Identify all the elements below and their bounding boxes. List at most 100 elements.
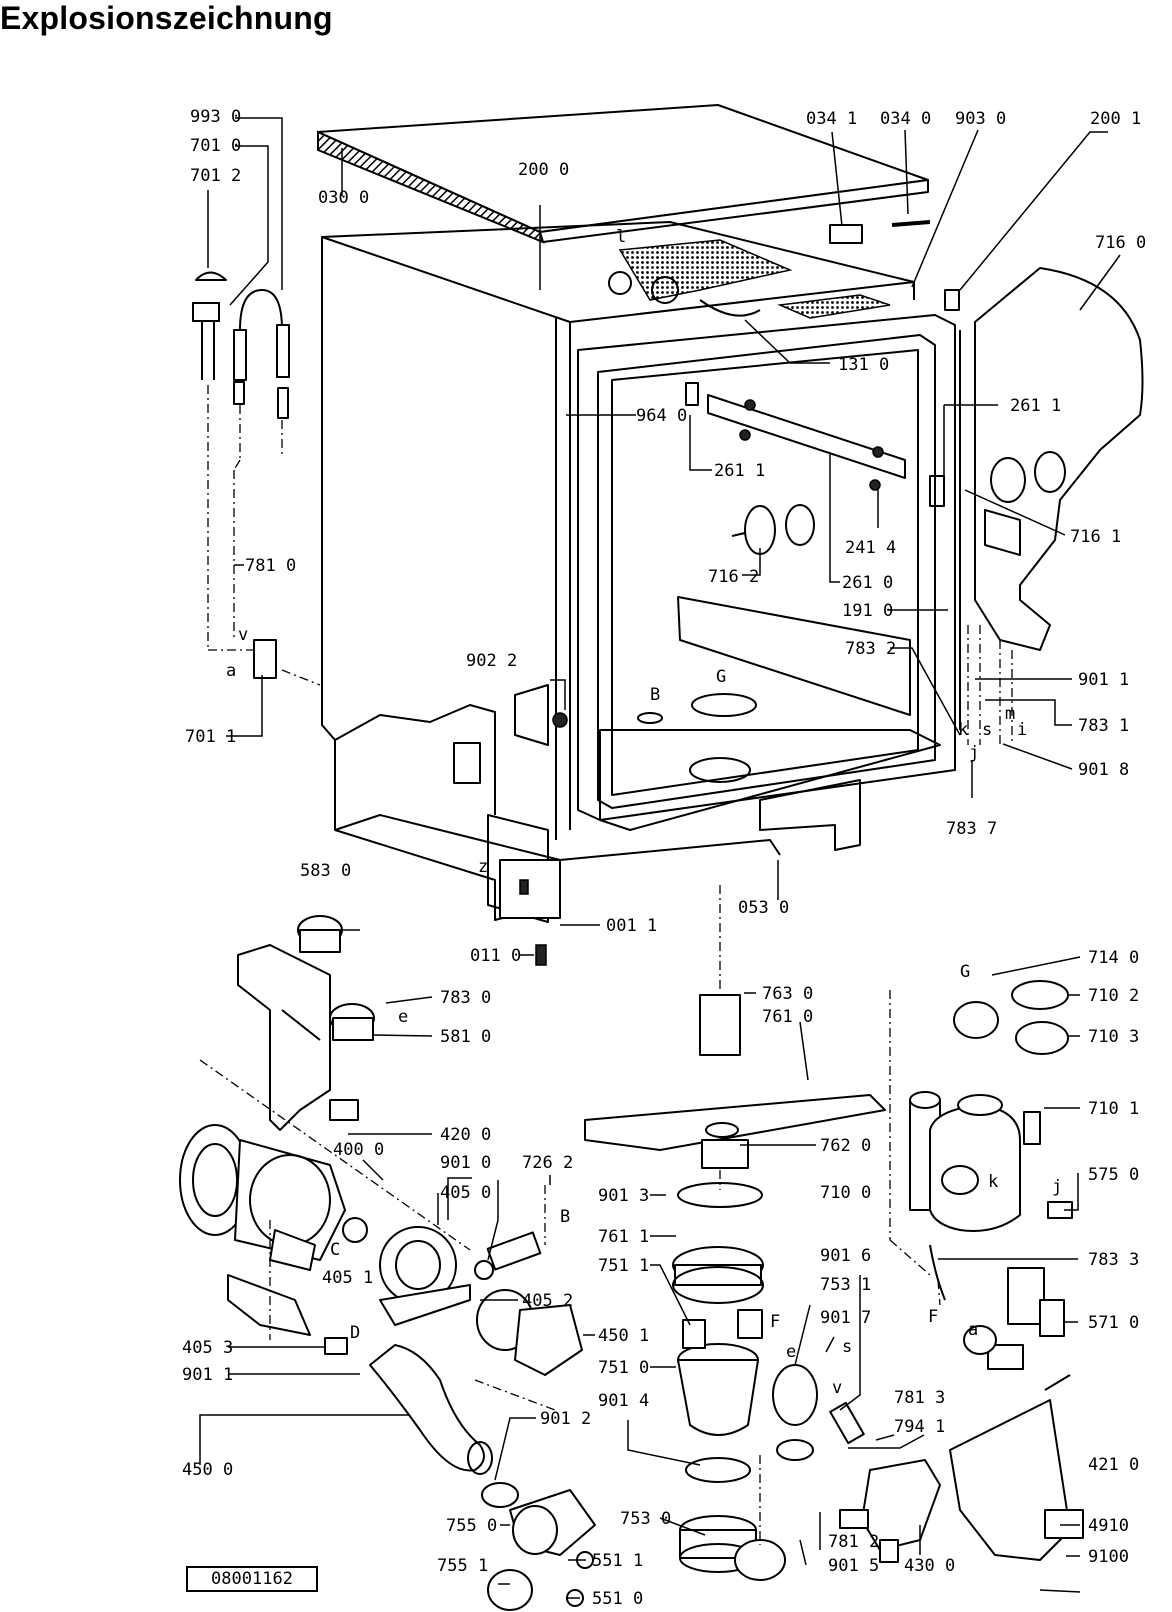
letter-marker: D	[350, 1323, 360, 1343]
part-label: 783 7	[946, 819, 997, 839]
part-label: 783 0	[440, 988, 491, 1008]
part-label: 261 1	[714, 461, 765, 481]
small-spray-wheel	[731, 504, 815, 555]
part-label: 053 0	[738, 898, 789, 918]
inner-tub	[577, 314, 956, 851]
letter-marker: C	[330, 1240, 340, 1260]
part-label: 710 0	[820, 1183, 871, 1203]
part-label: 034 0	[880, 109, 931, 129]
part-label: 583 0	[300, 861, 351, 881]
part-label: 200 1	[1090, 109, 1141, 129]
water-softener-710	[909, 980, 1073, 1301]
part-label: 753 1	[820, 1275, 871, 1295]
part-label: 901 6	[820, 1246, 871, 1266]
drain-elbow-755	[481, 1482, 596, 1611]
letter-marker: k	[988, 1172, 998, 1192]
letter-marker: a	[968, 1320, 978, 1340]
worktop-panel	[317, 104, 929, 244]
part-label: 701 2	[190, 166, 241, 186]
water-hoses-701	[192, 271, 290, 679]
part-label: 781 0	[245, 556, 296, 576]
part-label: 421 0	[1088, 1455, 1139, 1475]
part-label: 753 0	[620, 1509, 671, 1529]
part-label: 710 3	[1088, 1027, 1139, 1047]
part-label: 405 2	[522, 1291, 573, 1311]
part-label: 901 4	[598, 1391, 649, 1411]
wash-pump-motor	[179, 1124, 368, 1336]
leader-lines	[199, 117, 1121, 1599]
part-label: 430 0	[904, 1556, 955, 1576]
part-label: 901 8	[1078, 760, 1129, 780]
letter-marker: j	[969, 743, 979, 763]
side-panel-right	[829, 220, 1144, 730]
page-title: Explosionszeichnung	[0, 0, 333, 36]
letter-marker: j	[1052, 1177, 1062, 1197]
letter-marker: z	[478, 857, 488, 877]
part-label: 710 1	[1088, 1099, 1139, 1119]
part-label: 200 0	[518, 160, 569, 180]
part-label: 551 1	[592, 1551, 643, 1571]
part-label: 400 0	[333, 1140, 384, 1160]
letter-marker: i	[1017, 720, 1027, 740]
part-label: 405 0	[440, 1183, 491, 1203]
part-label: 794 1	[894, 1417, 945, 1437]
part-label: 405 1	[322, 1268, 373, 1288]
part-label: 751 1	[598, 1256, 649, 1276]
sump-filter-751	[584, 994, 886, 1573]
part-label: 011 0	[470, 946, 521, 966]
part-label: 551 0	[592, 1589, 643, 1609]
letter-marker: B	[560, 1207, 570, 1227]
assembly-centerlines	[199, 385, 1013, 1545]
drawing-number-box: 08001162	[186, 1566, 318, 1592]
part-label: 716 0	[1095, 233, 1146, 253]
part-label: 571 0	[1088, 1313, 1139, 1333]
part-label: 781 2	[828, 1532, 879, 1552]
part-label: 716 1	[1070, 527, 1121, 547]
letter-marker: e	[786, 1342, 796, 1362]
part-label: 993 0	[190, 107, 241, 127]
part-label: 420 0	[440, 1125, 491, 1145]
part-label: 450 0	[182, 1460, 233, 1480]
letter-marker: e	[398, 1007, 408, 1027]
part-label: 030 0	[318, 188, 369, 208]
part-label: 716 2	[708, 567, 759, 587]
drain-hose-450	[369, 1344, 493, 1475]
letter-marker: v	[832, 1378, 842, 1398]
control-bracket	[237, 944, 359, 1131]
letter-marker: a	[226, 661, 236, 681]
letter-marker: l	[616, 227, 626, 247]
base-plinth	[487, 814, 561, 966]
part-label: 575 0	[1088, 1165, 1139, 1185]
part-label: 131 0	[838, 355, 889, 375]
part-label: 901 1	[1078, 670, 1129, 690]
part-label: 581 0	[440, 1027, 491, 1047]
letter-marker: B	[650, 685, 660, 705]
part-label: 903 0	[955, 109, 1006, 129]
letter-marker: G	[960, 962, 970, 982]
part-label: 001 1	[606, 916, 657, 936]
part-label: 034 1	[806, 109, 857, 129]
part-label: 964 0	[636, 406, 687, 426]
part-label: 241 4	[845, 538, 896, 558]
part-label: 763 0	[762, 984, 813, 1004]
part-label: 450 1	[598, 1326, 649, 1346]
letter-markers: a v B G k s m j i z e G C D B F F e s v …	[226, 227, 1062, 1398]
part-label: 755 1	[437, 1556, 488, 1576]
part-label: 783 1	[1078, 716, 1129, 736]
part-label: 701 0	[190, 136, 241, 156]
bracket-902	[514, 684, 568, 746]
inlet-valve-571	[963, 1267, 1065, 1370]
letter-marker: s	[842, 1337, 852, 1357]
part-label: 901 3	[598, 1186, 649, 1206]
part-label: 191 0	[842, 601, 893, 621]
part-label: 701 1	[185, 727, 236, 747]
part-label: 901 1	[182, 1365, 233, 1385]
part-number-labels: 993 0 701 0 701 2 030 0 200 0 034 1 034 …	[182, 107, 1146, 1609]
part-label: 901 2	[540, 1409, 591, 1429]
part-label: 901 5	[828, 1556, 879, 1576]
spray-arm-rail	[685, 382, 945, 507]
part-label: 762 0	[820, 1136, 871, 1156]
control-board-421	[949, 1374, 1084, 1561]
